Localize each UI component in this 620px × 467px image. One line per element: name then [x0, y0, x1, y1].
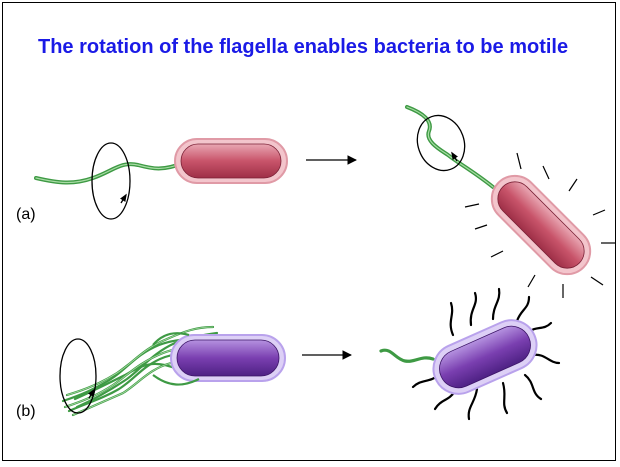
rotation-icon	[92, 143, 130, 219]
panel-b-right-bacterium	[381, 289, 559, 419]
slide: The rotation of the flagella enables bac…	[2, 2, 616, 461]
rod-bacterium-a-left-cell	[181, 144, 281, 178]
panel-b-left-bacterium	[60, 327, 285, 415]
rod-bacterium-a-right-cell	[491, 175, 591, 275]
flagellated-bacterium-b-left-cell	[177, 340, 279, 376]
bacteria-motility-illustration	[3, 3, 615, 460]
panel-a-right-bacterium	[407, 107, 615, 298]
panel-a-left-bacterium	[36, 139, 287, 219]
flagellum-a-left	[36, 163, 183, 183]
flagellum-b-right-tail	[381, 350, 433, 361]
